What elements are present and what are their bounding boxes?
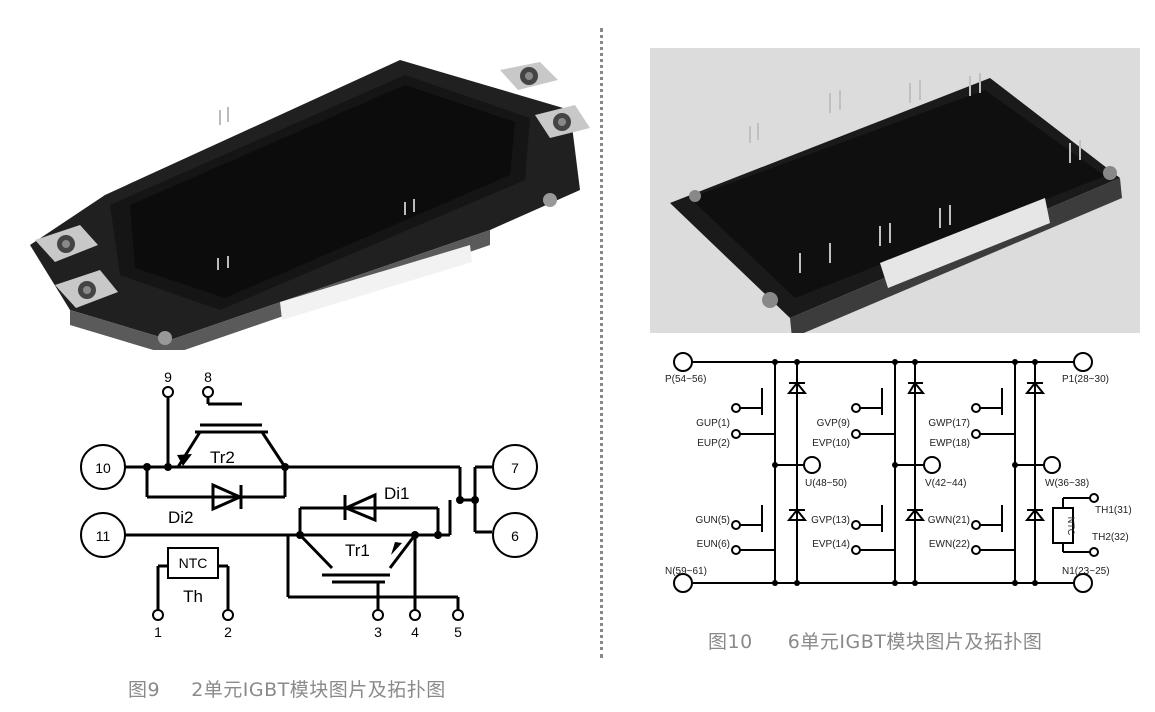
igbt-2unit-module-photo [10, 40, 595, 355]
fig9-caption: 图9 2单元IGBT模块图片及拓扑图 [128, 675, 446, 702]
terminal-6-label: 6 [511, 528, 519, 544]
terminal-7-label: 7 [511, 460, 519, 476]
fig9-caption-text: 2单元IGBT模块图片及拓扑图 [191, 679, 446, 701]
tr1-label: Tr1 [345, 541, 370, 560]
gwn-label: GWN(21) [928, 515, 970, 526]
gvp-label: GVP(9) [817, 418, 850, 429]
th1-label: TH1(31) [1095, 505, 1132, 516]
eup-label: EUP(2) [697, 438, 730, 449]
terminal-11-label: 11 [96, 528, 111, 544]
gwp-label: GWP(17) [928, 418, 970, 429]
ntc-label: NTC [179, 555, 208, 571]
fig9-caption-number: 图9 [128, 679, 161, 701]
terminal-10-label: 10 [95, 460, 111, 476]
fig10-caption: 图10 6单元IGBT模块图片及拓扑图 [708, 627, 1042, 654]
gup-label: GUP(1) [696, 418, 730, 429]
terminal-2-label: 2 [224, 624, 232, 640]
terminal-9-label: 9 [164, 369, 172, 385]
w-terminal-label: W(36~38) [1045, 478, 1089, 489]
fig10-caption-text: 6单元IGBT模块图片及拓扑图 [787, 631, 1043, 653]
tr2-label: Tr2 [210, 448, 235, 467]
igbt-2unit-topology-diagram: 10 11 7 6 9 8 1 2 3 4 5 Tr2 Di2 Di1 Tr1 … [80, 369, 538, 640]
evp-label: EVP(10) [812, 438, 850, 449]
gvp13-label: GVP(13) [811, 515, 850, 526]
igbt-6unit-topology-diagram: P(54~56) P1(28~30) N(59~61) N1(23~25) U(… [665, 352, 1132, 593]
fig10-caption-number: 图10 [708, 631, 753, 653]
terminal-1-label: 1 [154, 624, 162, 640]
terminal-pad [535, 105, 590, 138]
gun-label: GUN(5) [696, 515, 730, 526]
terminal-4-label: 4 [411, 624, 419, 640]
dotted-divider [600, 28, 603, 658]
terminal-8-label: 8 [204, 369, 212, 385]
terminal-pad [500, 62, 558, 90]
n1-terminal-label: N1(23~25) [1062, 566, 1110, 577]
evp14-label: EVP(14) [812, 539, 850, 550]
n-terminal-label: N(59~61) [665, 566, 707, 577]
terminal-3-label: 3 [374, 624, 382, 640]
p1-terminal-label: P1(28~30) [1062, 374, 1109, 385]
terminal-5-label: 5 [454, 624, 462, 640]
th2-label: TH2(32) [1092, 532, 1129, 543]
v-terminal-label: V(42~44) [925, 478, 966, 489]
u-terminal-label: U(48~50) [805, 478, 847, 489]
igbt-6unit-module-photo [650, 48, 1140, 338]
terminal-pad [35, 225, 98, 262]
p-terminal-label: P(54~56) [665, 374, 706, 385]
di1-label: Di1 [384, 484, 410, 503]
di2-label: Di2 [168, 508, 194, 527]
ewn-label: EWN(22) [929, 539, 970, 550]
ntc-6unit-label: NTC [1066, 517, 1076, 536]
eun-label: EUN(6) [697, 539, 730, 550]
th-label: Th [183, 587, 203, 606]
terminal-pad [55, 270, 118, 308]
ewp-label: EWP(18) [929, 438, 970, 449]
